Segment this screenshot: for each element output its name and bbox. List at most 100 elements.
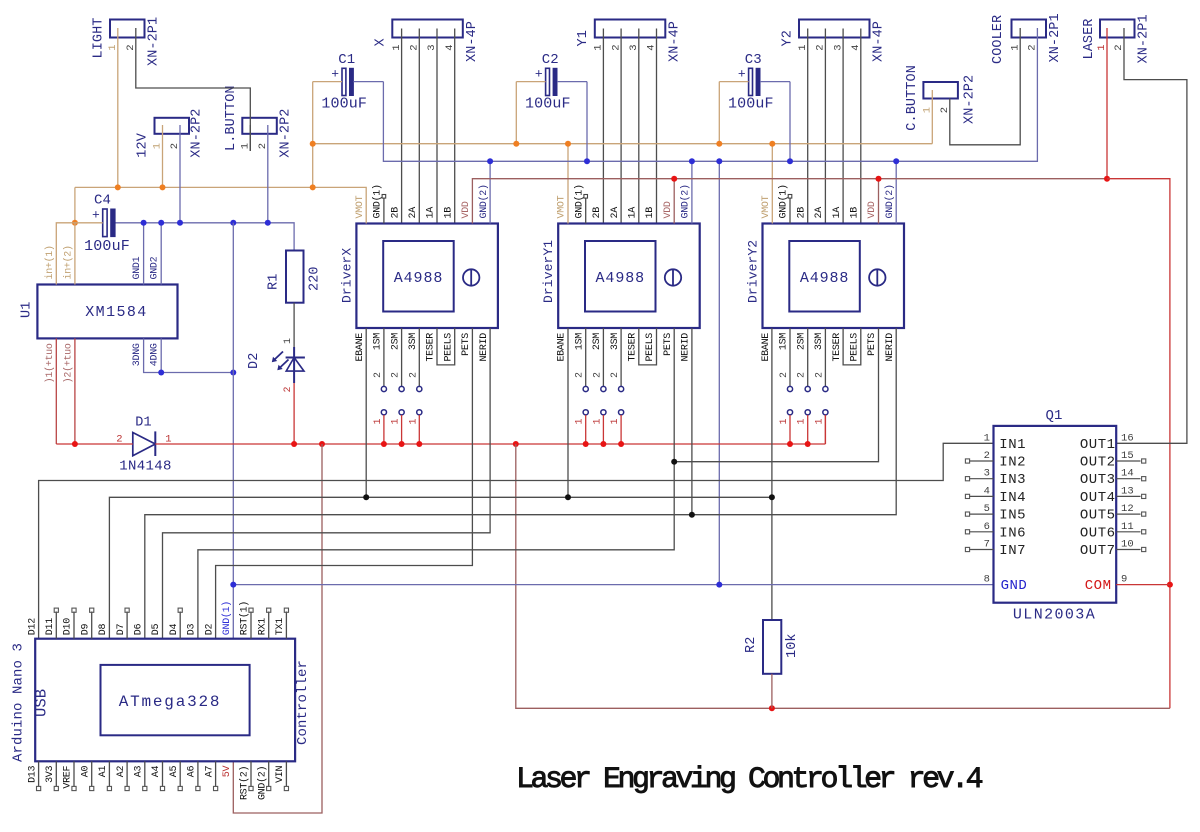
svg-text:EBANE: EBANE (761, 333, 772, 362)
svg-text:IN4: IN4 (999, 490, 1026, 506)
svg-text:D8: D8 (98, 623, 109, 635)
svg-text:13: 13 (1121, 485, 1134, 497)
svg-text:2: 2 (779, 372, 790, 378)
svg-text:C.BUTTON: C.BUTTON (905, 65, 920, 131)
svg-text:OUT5: OUT5 (1080, 508, 1116, 524)
svg-text:D2: D2 (204, 623, 215, 635)
svg-text:1: 1 (593, 44, 605, 50)
svg-text:1SM: 1SM (779, 333, 790, 350)
svg-text:12V: 12V (136, 132, 151, 157)
svg-text:1: 1 (152, 143, 164, 149)
svg-text:C1: C1 (338, 52, 355, 68)
svg-text:XN-2P2: XN-2P2 (190, 108, 205, 157)
svg-text:A6: A6 (187, 766, 198, 778)
svg-text:XN-2P2: XN-2P2 (279, 108, 294, 157)
svg-text:GND: GND (1001, 578, 1028, 594)
svg-text:2: 2 (169, 143, 181, 149)
svg-text:2B: 2B (592, 207, 603, 219)
svg-text:8: 8 (984, 574, 990, 586)
svg-text:Y1: Y1 (576, 30, 591, 46)
svg-text:VREF: VREF (63, 766, 74, 789)
svg-text:A7: A7 (204, 766, 215, 778)
svg-text:4: 4 (850, 44, 862, 50)
svg-text:+: + (92, 208, 100, 223)
svg-text:D7: D7 (116, 623, 127, 635)
svg-text:RST(2): RST(2) (239, 766, 251, 800)
svg-text:4: 4 (984, 485, 990, 497)
svg-text:Controller: Controller (295, 660, 311, 745)
svg-text:1: 1 (165, 434, 171, 446)
svg-text:1: 1 (779, 418, 790, 424)
svg-text:D10: D10 (63, 618, 74, 635)
svg-text:L.BUTTON: L.BUTTON (224, 85, 239, 151)
svg-text:2: 2 (610, 372, 621, 378)
svg-text:XN-4P: XN-4P (667, 21, 682, 62)
svg-text:3SM: 3SM (408, 333, 419, 350)
svg-text:2A: 2A (610, 207, 621, 219)
svg-text:1N4148: 1N4148 (119, 459, 172, 475)
svg-text:OUT6: OUT6 (1080, 525, 1116, 541)
svg-text:2: 2 (283, 386, 294, 392)
svg-text:OUT2: OUT2 (1080, 455, 1116, 471)
svg-text:2: 2 (125, 44, 137, 50)
svg-text:USB: USB (33, 689, 51, 717)
svg-text:NERID: NERID (885, 333, 896, 362)
svg-text:1: 1 (797, 44, 809, 50)
svg-text:EBANE: EBANE (557, 333, 568, 362)
svg-text:A2: A2 (116, 766, 127, 778)
svg-text:11: 11 (1121, 521, 1134, 533)
svg-text:4: 4 (646, 44, 658, 50)
svg-text:+: + (738, 67, 746, 82)
svg-text:1: 1 (391, 44, 403, 50)
svg-text:TESER: TESER (426, 333, 437, 362)
svg-text:1B: 1B (443, 207, 454, 219)
svg-text:2: 2 (939, 107, 951, 113)
svg-text:OUT4: OUT4 (1080, 490, 1116, 506)
svg-text:A4988: A4988 (800, 270, 850, 287)
svg-text:Laser Engraving Controller rev: Laser Engraving Controller rev.4 (516, 763, 983, 797)
svg-text:100uF: 100uF (525, 96, 571, 113)
svg-text:1: 1 (814, 418, 825, 424)
svg-text:3: 3 (426, 44, 438, 50)
svg-text:3DNG: 3DNG (132, 343, 143, 366)
svg-text:1A: 1A (832, 207, 843, 219)
svg-text:D6: D6 (134, 623, 145, 635)
svg-text:1: 1 (922, 107, 934, 113)
svg-text:COOLER: COOLER (991, 15, 1006, 64)
svg-text:2: 2 (373, 372, 384, 378)
svg-text:ULN2003A: ULN2003A (1013, 607, 1096, 624)
svg-text:A0: A0 (80, 766, 91, 778)
svg-text:D13: D13 (27, 766, 38, 783)
svg-text:+: + (331, 67, 339, 82)
svg-text:7: 7 (984, 539, 990, 551)
svg-text:3: 3 (984, 468, 990, 480)
svg-text:VDD: VDD (663, 201, 674, 218)
svg-text:RST(1): RST(1) (239, 601, 251, 635)
svg-text:XN-2P1: XN-2P1 (1048, 13, 1063, 62)
svg-text:1B: 1B (850, 207, 861, 219)
svg-text:VDD: VDD (461, 201, 472, 218)
svg-text:1SM: 1SM (373, 333, 384, 350)
svg-text:3V3: 3V3 (45, 766, 56, 783)
svg-text:14: 14 (1121, 468, 1134, 480)
svg-text:2SM: 2SM (796, 333, 807, 350)
svg-text:2: 2 (391, 372, 402, 378)
svg-text:C4: C4 (94, 193, 111, 209)
svg-text:9: 9 (1121, 574, 1127, 586)
svg-text:D11: D11 (45, 618, 56, 635)
svg-text:XN-4P: XN-4P (872, 21, 887, 62)
svg-text:1A: 1A (426, 207, 437, 219)
svg-text:1: 1 (797, 418, 808, 424)
svg-text:TESER: TESER (628, 333, 639, 362)
svg-text:GND(1): GND(1) (372, 184, 384, 218)
svg-text:Y2: Y2 (780, 30, 795, 46)
svg-text:5: 5 (984, 503, 990, 515)
svg-text:)1(+tuo: )1(+tuo (44, 343, 56, 383)
svg-text:3SM: 3SM (610, 333, 621, 350)
svg-text:GND(1): GND(1) (573, 184, 585, 218)
svg-text:Q1: Q1 (1045, 408, 1062, 424)
svg-text:A4988: A4988 (596, 270, 646, 287)
svg-text:IN2: IN2 (999, 455, 1026, 471)
svg-text:2: 2 (814, 372, 825, 378)
svg-text:IN5: IN5 (999, 508, 1026, 524)
